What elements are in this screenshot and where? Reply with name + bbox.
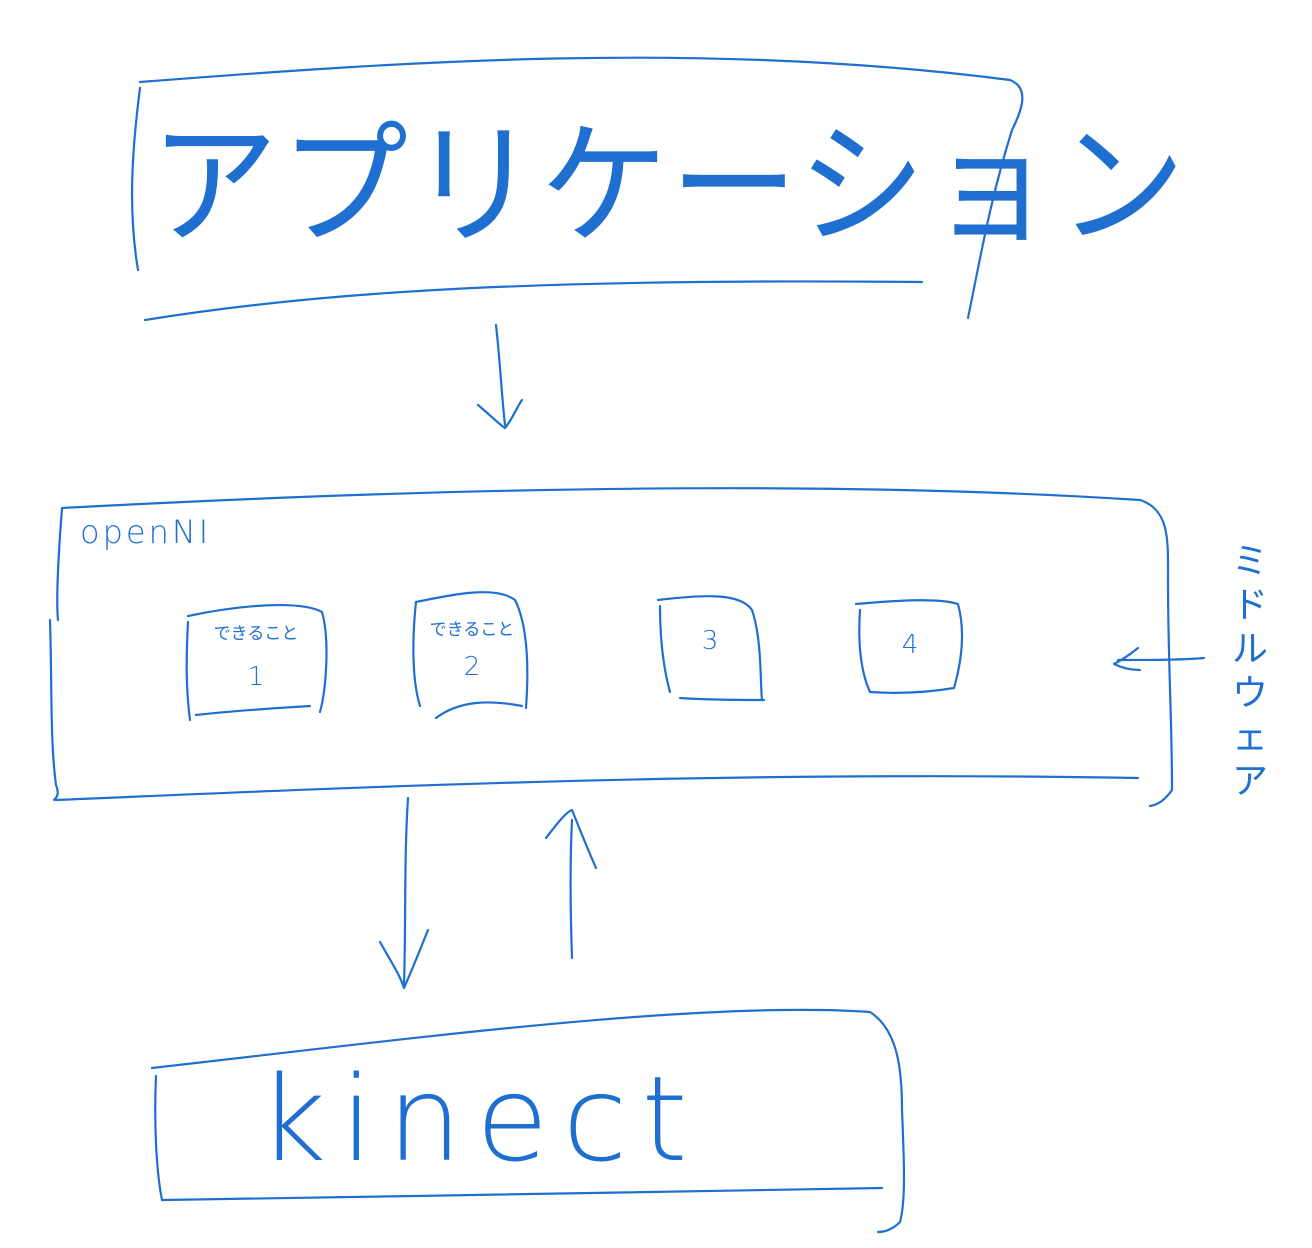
kinect-box xyxy=(150,1008,906,1234)
arrow-up-kinect-to-openni xyxy=(544,808,598,960)
application-box xyxy=(130,56,1024,322)
box-3-outline xyxy=(656,595,766,702)
box-1-number: 1 xyxy=(247,662,265,692)
arrow-down-openni-to-kinect xyxy=(378,796,430,990)
openni-feature-box-3: 3 xyxy=(660,620,760,700)
arrow-down-application-to-openni xyxy=(476,323,524,430)
arrow-middleware-to-openni xyxy=(1112,646,1206,672)
openni-feature-box-2: できること 2 xyxy=(414,618,530,718)
openni-feature-box-4: 4 xyxy=(858,620,962,694)
openni-box xyxy=(48,487,1174,808)
box-2-number: 2 xyxy=(463,652,481,682)
middleware-label: ミドルウェア xyxy=(1231,541,1268,802)
box-2-outline xyxy=(412,591,529,720)
openni-label: openNI xyxy=(80,513,212,551)
box-4-number: 4 xyxy=(901,630,919,660)
box-3-number: 3 xyxy=(701,626,719,656)
box-1-outline xyxy=(185,603,328,722)
openni-feature-box-1: できること 1 xyxy=(186,620,326,720)
box-4-outline xyxy=(854,599,964,694)
kinect-label: kinect xyxy=(258,1050,702,1188)
box-1-caption: できること xyxy=(213,624,299,644)
application-label: アプリケーション xyxy=(150,108,1188,265)
box-2-caption: できること xyxy=(429,620,515,640)
